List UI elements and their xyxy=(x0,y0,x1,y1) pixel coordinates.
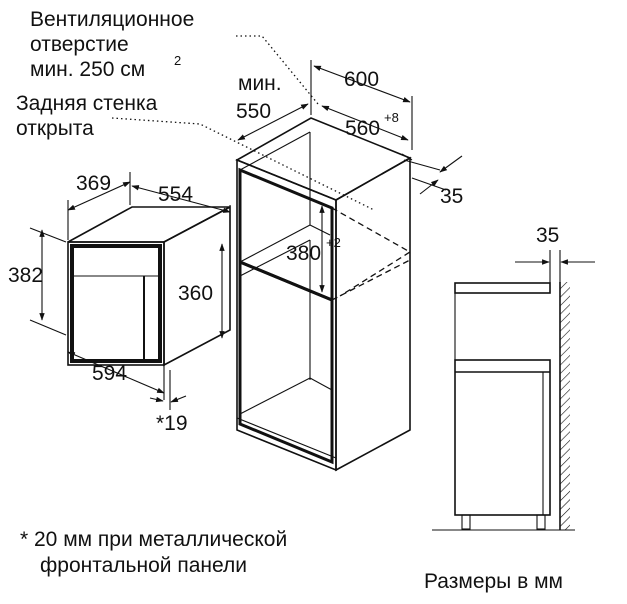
dim-35-side-label: 35 xyxy=(536,224,560,247)
dim-550-label: 550 xyxy=(236,100,272,123)
dim-600-label: 600 xyxy=(344,68,380,91)
side-view xyxy=(432,250,595,531)
dim-560-tolerance: +8 xyxy=(384,110,399,125)
footnote-line2: фронтальной панели xyxy=(40,554,247,577)
footnote-line1: * 20 мм при металлической xyxy=(20,528,288,551)
dim-369-label: 369 xyxy=(76,172,112,195)
vent-label-line3: мин. 250 см xyxy=(30,58,146,81)
dim-380-label: 380 xyxy=(286,242,322,265)
dim-19-label: *19 xyxy=(156,412,188,435)
dim-360-label: 360 xyxy=(178,282,214,305)
rear-wall-label-line2: открыта xyxy=(16,117,94,140)
dim-560-label: 560 xyxy=(345,117,381,140)
vent-label-superscript: 2 xyxy=(174,53,182,68)
units-note: Размеры в мм xyxy=(424,570,563,593)
dim-554-label: 554 xyxy=(158,183,194,206)
microwave-dimensions xyxy=(29,172,231,410)
dim-382-label: 382 xyxy=(8,264,44,287)
rear-wall-label-line1: Задняя стенка xyxy=(16,92,158,115)
dim-35-right-label: 35 xyxy=(440,185,464,208)
dim-min-label: мин. xyxy=(238,72,282,95)
vent-label-line2: отверстие xyxy=(30,33,129,56)
vent-label-line1: Вентиляционное xyxy=(30,8,195,31)
tall-cabinet xyxy=(235,117,413,472)
cabinet-dimensions xyxy=(237,60,463,293)
dim-380-tolerance: +2 xyxy=(326,235,341,250)
dim-594-label: 594 xyxy=(92,362,128,385)
